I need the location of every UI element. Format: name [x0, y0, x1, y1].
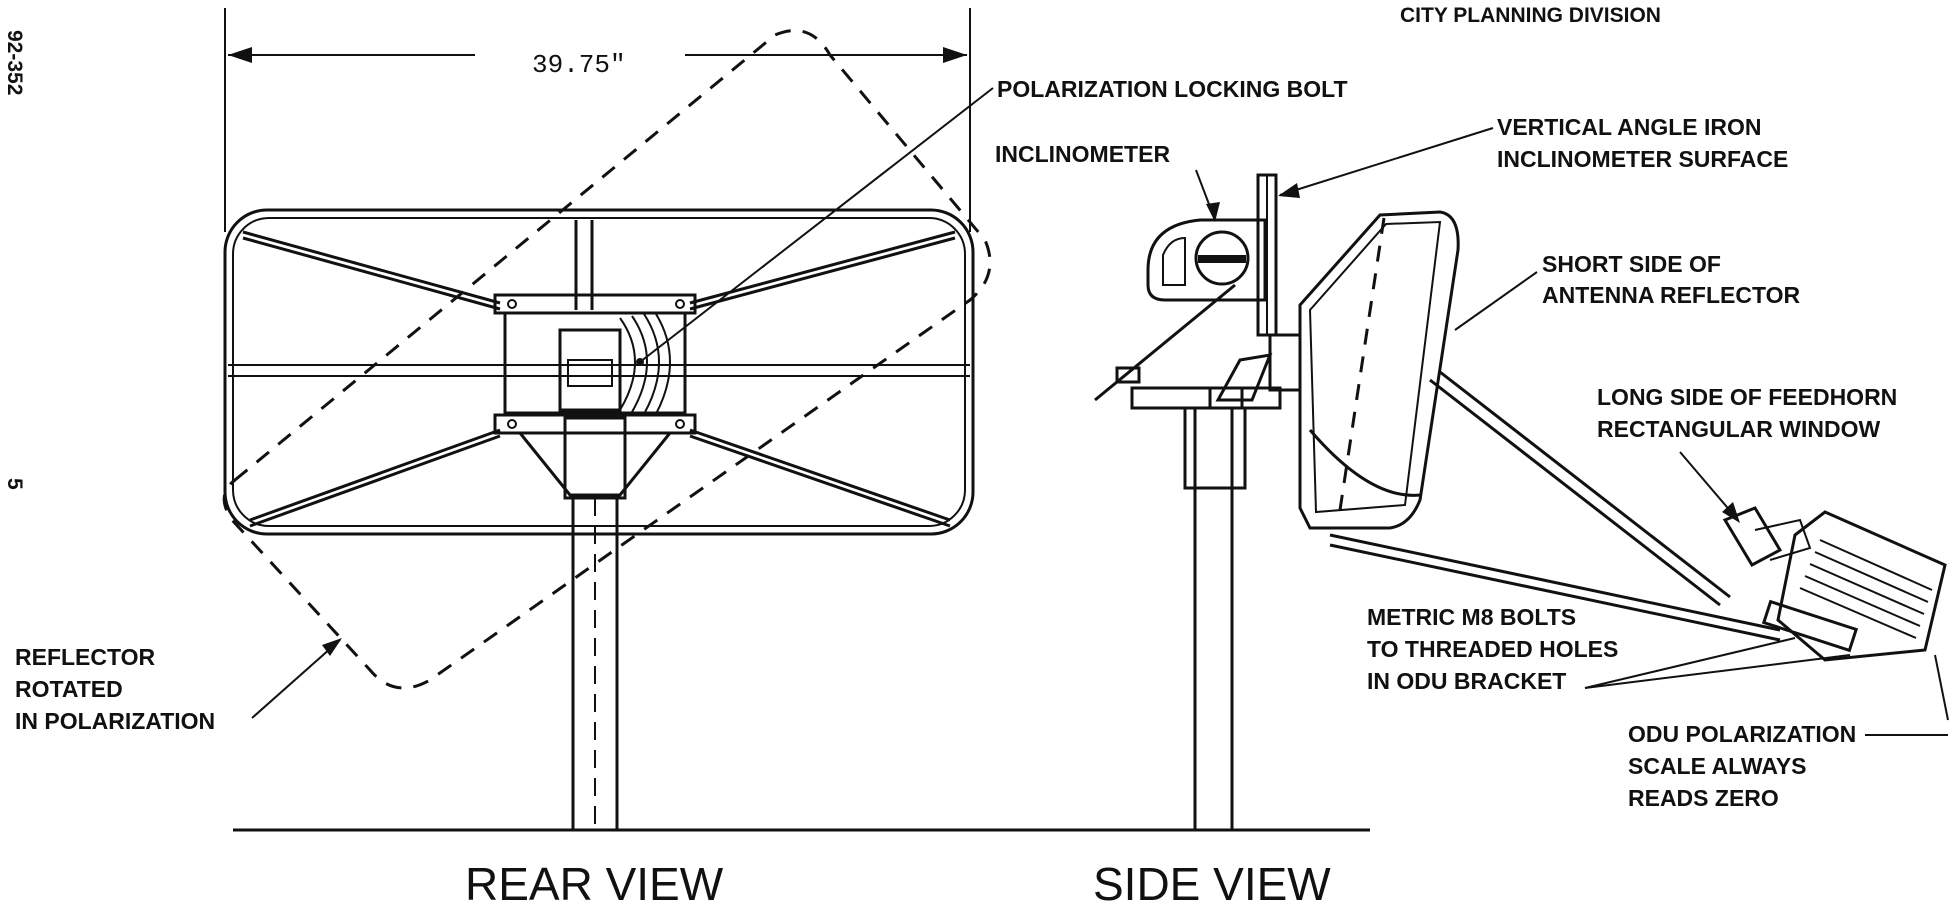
label-reflector-rotated-1: REFLECTOR	[15, 644, 156, 670]
label-inclinometer: INCLINOMETER	[995, 141, 1170, 167]
bracket-bolt	[675, 419, 685, 429]
label-vertical-angle-iron-1: VERTICAL ANGLE IRON	[1497, 114, 1762, 140]
lower-bracket-plate	[493, 413, 697, 435]
rear-reflector	[223, 208, 975, 536]
lower-cone	[518, 432, 672, 497]
rear-reflector-rim	[232, 217, 966, 527]
feedhorn	[1722, 506, 1783, 567]
strut-upper-right	[689, 230, 956, 305]
mount-clamp	[558, 328, 622, 412]
label-vertical-angle-iron-2: INCLINOMETER SURFACE	[1497, 146, 1788, 172]
inclinometer-housing	[1146, 218, 1267, 302]
strut-lower-right	[689, 428, 951, 522]
odu-fin	[1814, 551, 1929, 603]
label-short-side-1: SHORT SIDE OF	[1542, 251, 1721, 277]
label-metric-bolts-3: IN ODU BRACKET	[1367, 668, 1566, 694]
leader-reflector-rotated-arrow	[322, 638, 342, 656]
label-long-side-2: RECTANGULAR WINDOW	[1597, 416, 1880, 442]
bracket-bolt	[675, 299, 685, 309]
leader-metric-bolts-1	[1584, 637, 1796, 689]
strut-upper-left	[242, 230, 501, 305]
leader-polarization-locking-bolt	[639, 87, 994, 363]
org-header: CITY PLANNING DIVISION	[1400, 4, 1661, 27]
upper-bracket-plate	[493, 293, 697, 315]
pole-cap	[563, 416, 627, 500]
strut-lower-right-2	[689, 434, 951, 528]
side-mount-plate	[1268, 333, 1302, 392]
mount-clamp-inner	[567, 359, 613, 387]
strut-lower-left	[249, 428, 501, 522]
leader-reflector-rotated	[251, 639, 341, 719]
side-reflector	[1298, 210, 1460, 530]
leader-vertical-angle-iron	[1279, 127, 1494, 196]
bracket-tab	[1115, 366, 1141, 384]
feed-arm-upper-2	[1439, 370, 1731, 599]
odu-fin	[1799, 587, 1917, 639]
feedhorn-ring	[619, 317, 636, 411]
leader-odu-scale-up	[1934, 654, 1949, 721]
feedhorn-ring	[631, 315, 648, 413]
label-odu-scale-3: READS ZERO	[1628, 785, 1779, 811]
rear-view-drawing: 39.75"	[222, 8, 992, 830]
label-odu-scale-1: ODU POLARIZATION	[1628, 721, 1856, 747]
center-mount	[503, 311, 687, 415]
odu-fin	[1819, 539, 1933, 591]
leader-vertical-angle-iron-arrow	[1278, 183, 1300, 198]
feed-arm-lower-2	[1329, 543, 1781, 642]
bracket-block	[1208, 386, 1244, 410]
label-metric-bolts-1: METRIC M8 BOLTS	[1367, 604, 1576, 630]
rear-view-title: REAR VIEW	[465, 858, 724, 907]
inclinometer-dial	[1194, 230, 1250, 286]
leader-inclinometer-arrow	[1206, 202, 1220, 222]
bracket-bolt	[507, 419, 517, 429]
label-reflector-rotated-2: ROTATED	[15, 676, 123, 702]
side-pole-cap	[1183, 406, 1247, 490]
odu-box	[1776, 510, 1947, 662]
label-reflector-rotated-3: IN POLARIZATION	[15, 708, 215, 734]
odu-fin	[1804, 575, 1921, 627]
feedhorn-neck	[1754, 518, 1812, 561]
strut-upper-left-2	[242, 236, 501, 311]
angled-brace	[1215, 353, 1273, 402]
inclinometer-window	[1162, 236, 1186, 286]
side-view-title: SIDE VIEW	[1093, 858, 1331, 907]
rotated-reflector-outline	[222, 29, 992, 690]
dimension-arrow-right	[943, 47, 967, 63]
leader-metric-bolts-2	[1584, 654, 1851, 689]
feed-arm-lower	[1329, 533, 1781, 632]
odu-bracket	[1761, 599, 1859, 653]
strut-lower-left-2	[249, 434, 501, 528]
label-long-side-1: LONG SIDE OF FEEDHORN	[1597, 384, 1897, 410]
label-metric-bolts-2: TO THREADED HOLES	[1367, 636, 1618, 662]
side-view-drawing	[233, 173, 1947, 832]
dimension-width-label: 39.75"	[532, 50, 626, 80]
side-mount-bracket	[1130, 386, 1282, 410]
odu-fin	[1809, 563, 1925, 615]
strut-upper-right-2	[689, 236, 956, 311]
margin-page-number: 5	[3, 478, 26, 490]
feedhorn-ring	[655, 313, 671, 415]
side-reflector-inner	[1308, 220, 1442, 514]
label-polarization-locking-bolt: POLARIZATION LOCKING BOLT	[997, 76, 1348, 102]
page-number-text: 5	[3, 478, 26, 490]
margin-doc-number: 92-352	[3, 30, 26, 95]
doc-number-text: 92-352	[3, 30, 26, 95]
side-reflector-hidden-edge	[1338, 217, 1386, 511]
feed-arm-upper	[1429, 378, 1721, 607]
inclinometer-level	[1198, 255, 1246, 263]
bracket-bolt	[507, 299, 517, 309]
leader-long-side-arrow	[1722, 502, 1740, 523]
feedhorn-ring	[643, 313, 660, 415]
side-reflector-rib	[1308, 429, 1421, 497]
label-odu-scale-2: SCALE ALWAYS	[1628, 753, 1807, 779]
label-short-side-2: ANTENNA REFLECTOR	[1542, 282, 1801, 308]
dimension-arrow-left	[228, 47, 252, 63]
leader-short-side	[1454, 271, 1538, 331]
